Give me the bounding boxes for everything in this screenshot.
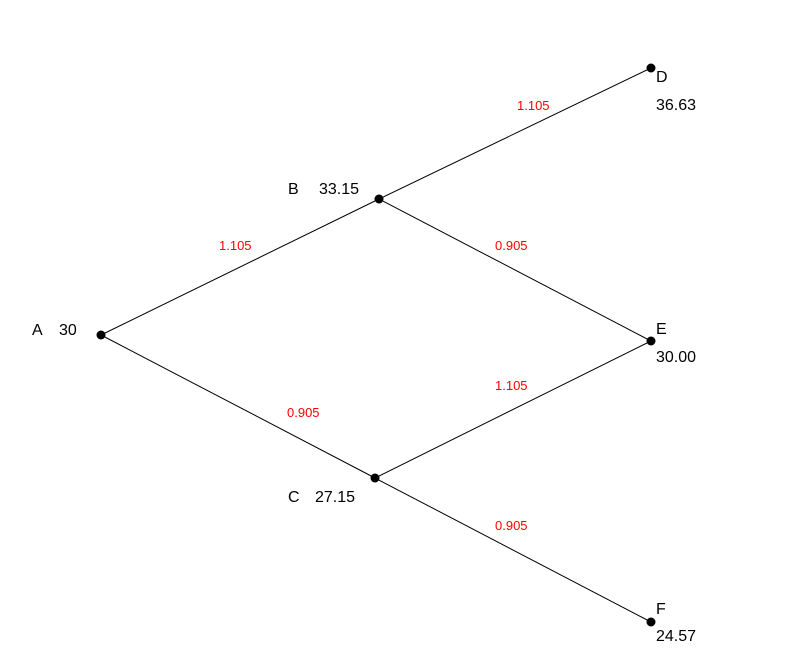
node-d-name: D [656, 69, 668, 86]
node-c-dot [370, 473, 380, 483]
edge-c-e-factor: 1.105 [495, 378, 528, 393]
node-b-dot [374, 194, 384, 204]
edge-c-e [374, 340, 652, 479]
edge-b-d [378, 67, 652, 200]
node-e-name: E [656, 321, 667, 338]
edge-b-d-factor: 1.105 [517, 98, 550, 113]
node-a-name: A [32, 322, 43, 339]
edge-a-b [100, 198, 380, 336]
node-f-dot [646, 617, 656, 627]
node-e-dot [646, 336, 656, 346]
node-d-dot [646, 63, 656, 73]
edge-c-f-factor: 0.905 [495, 518, 528, 533]
edge-b-e-factor: 0.905 [495, 238, 528, 253]
node-d-value: 36.63 [656, 97, 696, 114]
edge-b-e [378, 198, 652, 342]
node-b-name: B [288, 181, 299, 198]
node-c-value: 27.15 [315, 489, 355, 506]
edge-a-c-factor: 0.905 [287, 405, 320, 420]
node-f-value: 24.57 [656, 628, 696, 645]
edge-c-f [374, 477, 652, 623]
node-e-value: 30.00 [656, 349, 696, 366]
node-a-dot [96, 330, 106, 340]
edge-a-b-factor: 1.105 [219, 238, 252, 253]
node-a-value: 30 [59, 322, 77, 339]
edge-a-c [100, 334, 376, 479]
node-f-name: F [656, 601, 666, 618]
node-b-value: 33.15 [319, 181, 359, 198]
node-c-name: C [288, 489, 300, 506]
